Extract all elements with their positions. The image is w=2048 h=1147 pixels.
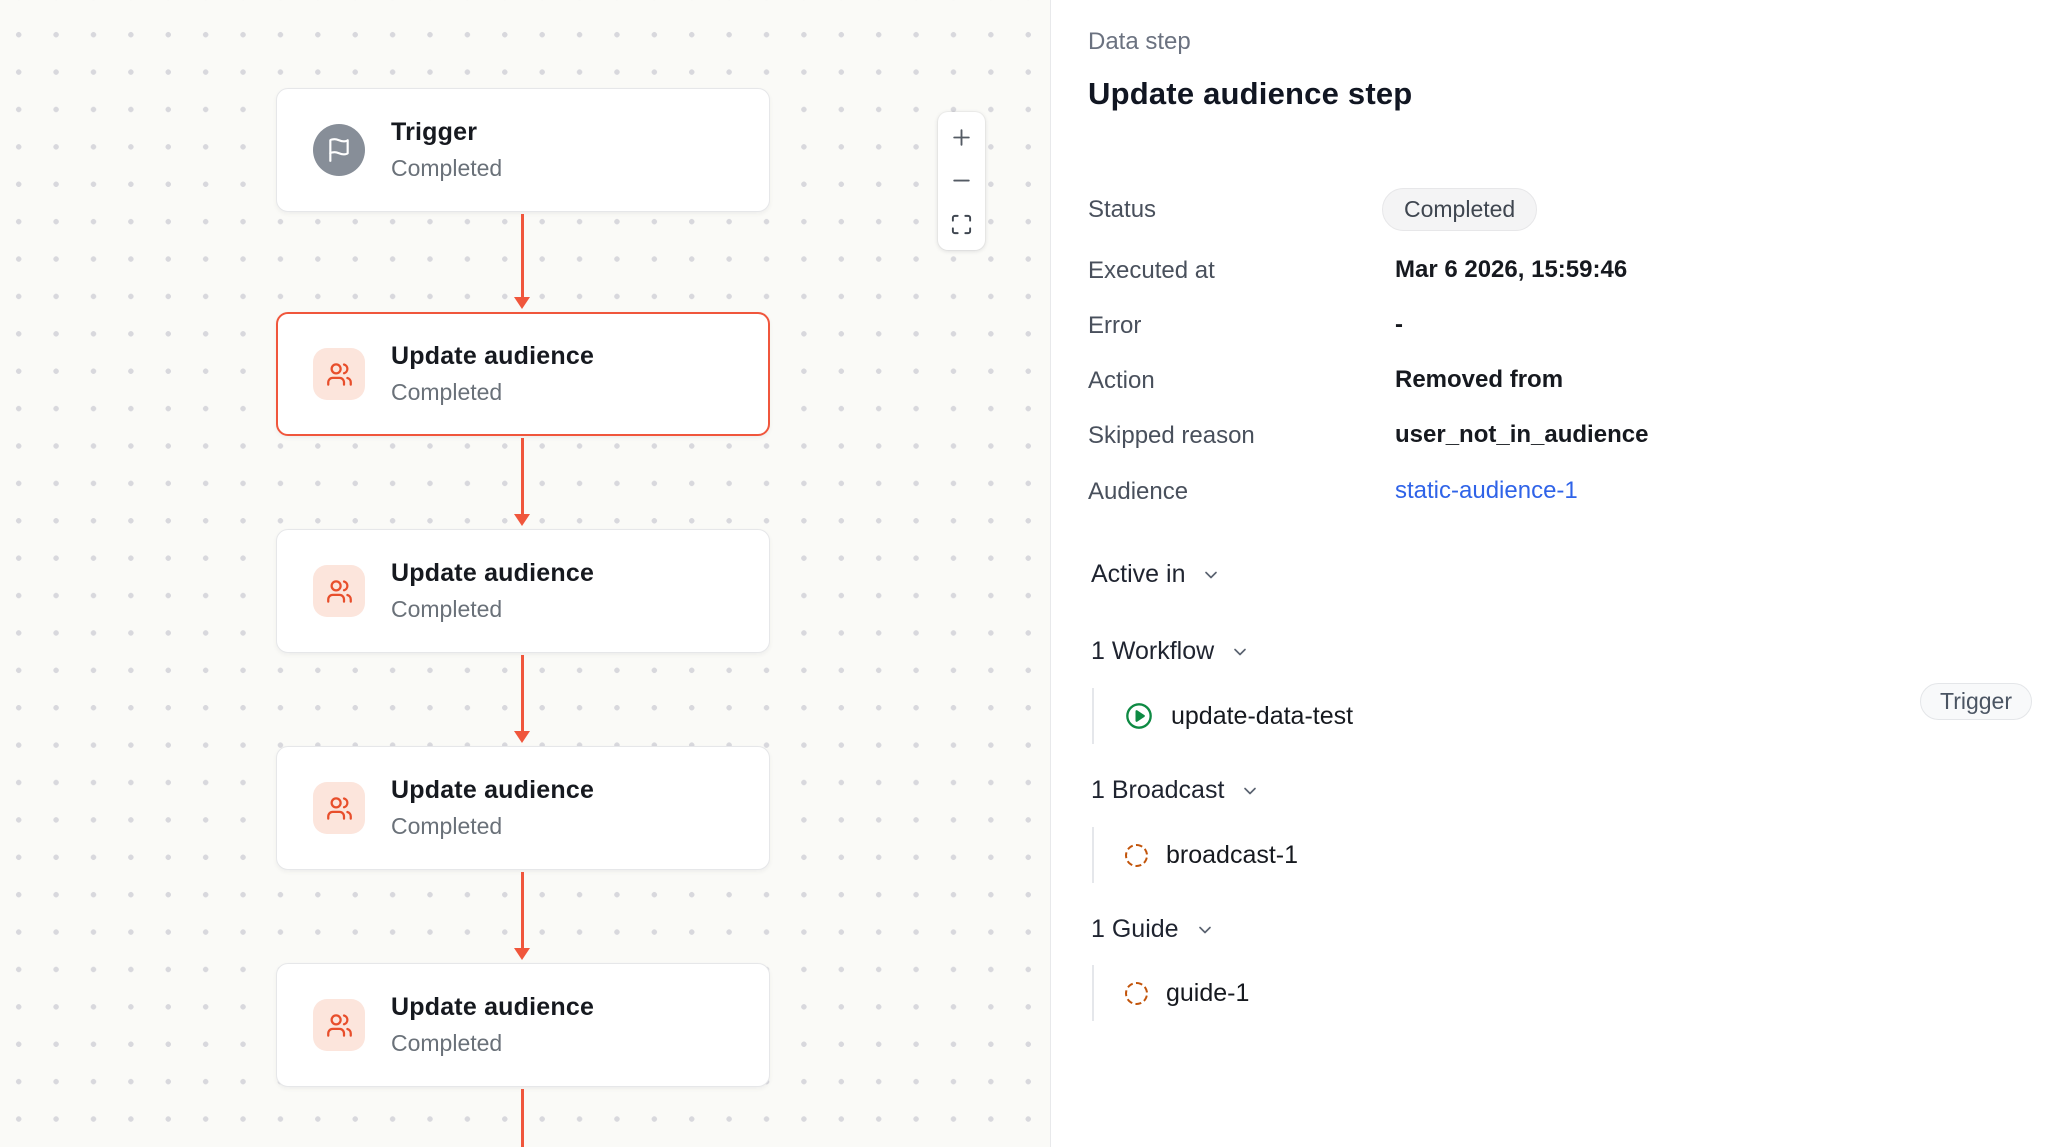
- item-label: update-data-test: [1171, 701, 1354, 730]
- chevron-down-icon: [1195, 920, 1215, 940]
- users-icon: [313, 565, 365, 617]
- audience-link[interactable]: static-audience-1: [1395, 477, 1578, 504]
- flag-icon: [313, 124, 365, 176]
- chevron-down-icon: [1201, 565, 1221, 585]
- fit-view-button[interactable]: [940, 203, 983, 245]
- node-update-audience-selected[interactable]: Update audience Completed: [276, 312, 770, 436]
- node-title: Update audience: [391, 776, 595, 804]
- item-label: broadcast-1: [1166, 840, 1299, 869]
- panel-divider: [1050, 0, 1051, 1147]
- detail-value-executed-at: Mar 6 2026, 15:59:46: [1395, 256, 1628, 283]
- node-status: Completed: [391, 813, 503, 839]
- panel-eyebrow: Data step: [1088, 28, 1191, 55]
- group-label: 1 Workflow: [1091, 637, 1215, 665]
- node-status: Completed: [391, 379, 503, 405]
- page-title: Update audience step: [1088, 76, 1413, 111]
- node-update-audience[interactable]: Update audience Completed: [276, 746, 770, 870]
- detail-label-status: Status: [1088, 196, 1157, 223]
- canvas-zoom-toolbar: [938, 112, 985, 250]
- users-icon: [313, 348, 365, 400]
- node-status: Completed: [391, 1030, 503, 1056]
- detail-value-skipped-reason: user_not_in_audience: [1395, 421, 1649, 448]
- connector-arrow: [514, 438, 530, 526]
- connector-arrow: [514, 655, 530, 743]
- active-in-label: Active in: [1091, 560, 1186, 588]
- status-badge: Completed: [1382, 188, 1538, 231]
- list-item-workflow[interactable]: update-data-test: [1092, 688, 1353, 744]
- zoom-in-button[interactable]: [940, 117, 983, 159]
- detail-label-error: Error: [1088, 312, 1142, 339]
- node-text: Update audience Completed: [391, 342, 594, 406]
- node-trigger[interactable]: Trigger Completed: [276, 88, 770, 212]
- detail-label-action: Action: [1088, 367, 1155, 394]
- node-title: Trigger: [391, 118, 478, 146]
- node-text: Update audience Completed: [391, 993, 594, 1057]
- node-title: Update audience: [391, 559, 595, 587]
- dashed-circle-icon: [1125, 981, 1148, 1005]
- node-text: Update audience Completed: [391, 776, 594, 840]
- workflow-canvas[interactable]: Trigger Completed Update audience Comple…: [0, 0, 1050, 1147]
- connector-arrow: [514, 214, 530, 309]
- group-header-workflow[interactable]: 1 Workflow: [1091, 637, 1250, 666]
- trigger-tag-badge: Trigger: [1920, 683, 2032, 720]
- group-label: 1 Guide: [1091, 915, 1179, 943]
- node-update-audience[interactable]: Update audience Completed: [276, 529, 770, 653]
- chevron-down-icon: [1230, 642, 1250, 662]
- node-title: Update audience: [391, 342, 595, 370]
- minus-icon: [949, 168, 974, 193]
- detail-label-audience: Audience: [1088, 478, 1189, 505]
- list-item-broadcast[interactable]: broadcast-1: [1092, 827, 1298, 883]
- zoom-out-button[interactable]: [940, 160, 983, 202]
- list-item-guide[interactable]: guide-1: [1092, 965, 1249, 1021]
- detail-label-executed-at: Executed at: [1088, 257, 1215, 284]
- node-update-audience[interactable]: Update audience Completed: [276, 963, 770, 1087]
- dashed-circle-icon: [1125, 843, 1148, 867]
- plus-icon: [949, 125, 974, 150]
- item-label: guide-1: [1166, 978, 1250, 1007]
- play-circle-icon: [1125, 702, 1153, 730]
- node-title: Update audience: [391, 993, 595, 1021]
- node-status: Completed: [391, 155, 503, 181]
- node-status: Completed: [391, 596, 503, 622]
- chevron-down-icon: [1240, 781, 1260, 801]
- group-header-guide[interactable]: 1 Guide: [1091, 915, 1215, 944]
- node-text: Update audience Completed: [391, 559, 594, 623]
- detail-label-skipped-reason: Skipped reason: [1088, 422, 1255, 449]
- fullscreen-icon: [950, 213, 973, 236]
- group-label: 1 Broadcast: [1091, 776, 1225, 804]
- group-header-broadcast[interactable]: 1 Broadcast: [1091, 776, 1260, 805]
- users-icon: [313, 782, 365, 834]
- users-icon: [313, 999, 365, 1051]
- step-details-panel: Data step Update audience step Status Co…: [1051, 0, 2048, 1147]
- connector-arrow: [521, 1089, 524, 1147]
- detail-value-action: Removed from: [1395, 366, 1564, 393]
- active-in-header[interactable]: Active in: [1091, 560, 1221, 589]
- connector-arrow: [514, 872, 530, 960]
- detail-value-error: -: [1395, 311, 1403, 338]
- node-text: Trigger Completed: [391, 118, 502, 182]
